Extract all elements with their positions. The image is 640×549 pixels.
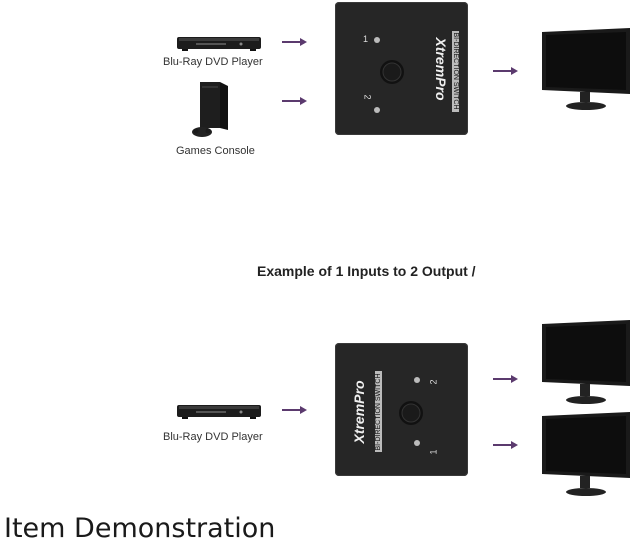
monitor-icon	[542, 412, 630, 496]
switch-model-text: BI-DIRECTION SWITCH	[452, 30, 459, 112]
arrow-right-icon	[493, 375, 518, 383]
switch-brand-text: XtremPro	[351, 380, 367, 444]
source-1-label: Blu-Ray DVD Player	[163, 56, 263, 68]
switch-face-icon	[374, 37, 404, 113]
source-2-label: Games Console	[176, 145, 255, 157]
switch-brand-text: XtremPro	[433, 37, 449, 101]
arrow-right-icon	[282, 406, 307, 414]
games-console-icon	[192, 82, 228, 137]
arrow-right-icon	[493, 67, 518, 75]
page-caption: Item Demonstration	[4, 513, 276, 544]
monitor-icon	[542, 28, 630, 110]
port-1-label: 1	[428, 449, 439, 455]
switch-model-text: BI-DIRECTION SWITCH	[375, 371, 382, 453]
arrow-right-icon	[282, 97, 307, 105]
port-2-label: 2	[362, 94, 373, 100]
switch-face-icon	[399, 377, 423, 446]
port-1-label: 1	[363, 34, 369, 44]
hdmi-switch-box: 2 1 XtremPro BI-DIRECTION SWITCH	[335, 343, 468, 476]
port-2-label: 2	[428, 379, 439, 385]
bluray-player-icon	[177, 37, 261, 51]
section-heading: Example of 1 Inputs to 2 Output /	[257, 263, 476, 279]
arrow-right-icon	[493, 441, 518, 449]
monitor-icon	[542, 320, 630, 404]
hdmi-switch-box: 1 2 XtremPro BI-DIRECTION SWITCH	[335, 2, 468, 135]
arrow-right-icon	[282, 38, 307, 46]
source-label: Blu-Ray DVD Player	[163, 431, 263, 443]
bluray-player-icon	[177, 405, 261, 419]
